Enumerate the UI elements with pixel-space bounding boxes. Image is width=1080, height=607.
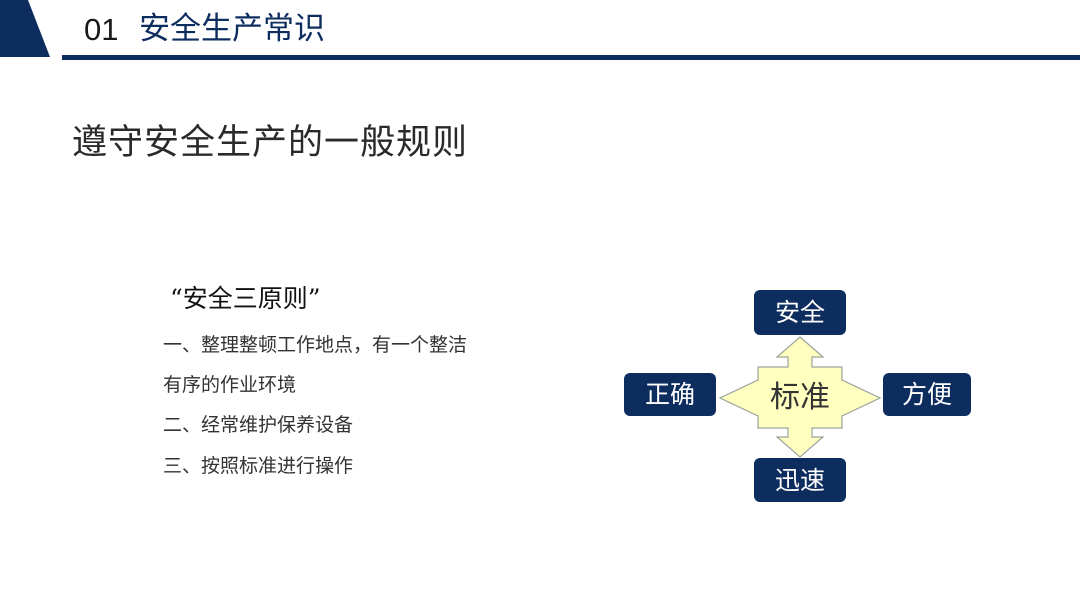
node-convenient: 方便 [883, 373, 971, 416]
principle-line: 三、按照标准进行操作 [163, 455, 354, 477]
principles-heading: “安全三原则” [170, 284, 321, 313]
header-corner-shape [0, 0, 50, 57]
section-number: 01 [84, 12, 119, 47]
four-way-arrow [718, 336, 882, 458]
node-correct: 正确 [624, 373, 716, 416]
principle-line: 一、整理整顿工作地点，有一个整洁 [163, 334, 468, 356]
slide-heading: 遵守安全生产的一般规则 [72, 123, 469, 163]
standard-diagram: 安全 正确 方便 迅速 标准 [615, 285, 980, 505]
node-rapid: 迅速 [754, 458, 846, 502]
center-label: 标准 [770, 380, 830, 415]
section-title: 安全生产常识 [139, 11, 325, 47]
node-safety: 安全 [754, 290, 846, 335]
header-divider [62, 55, 1080, 60]
principle-line: 二、经常维护保养设备 [163, 414, 354, 436]
principle-line: 有序的作业环境 [163, 374, 297, 396]
